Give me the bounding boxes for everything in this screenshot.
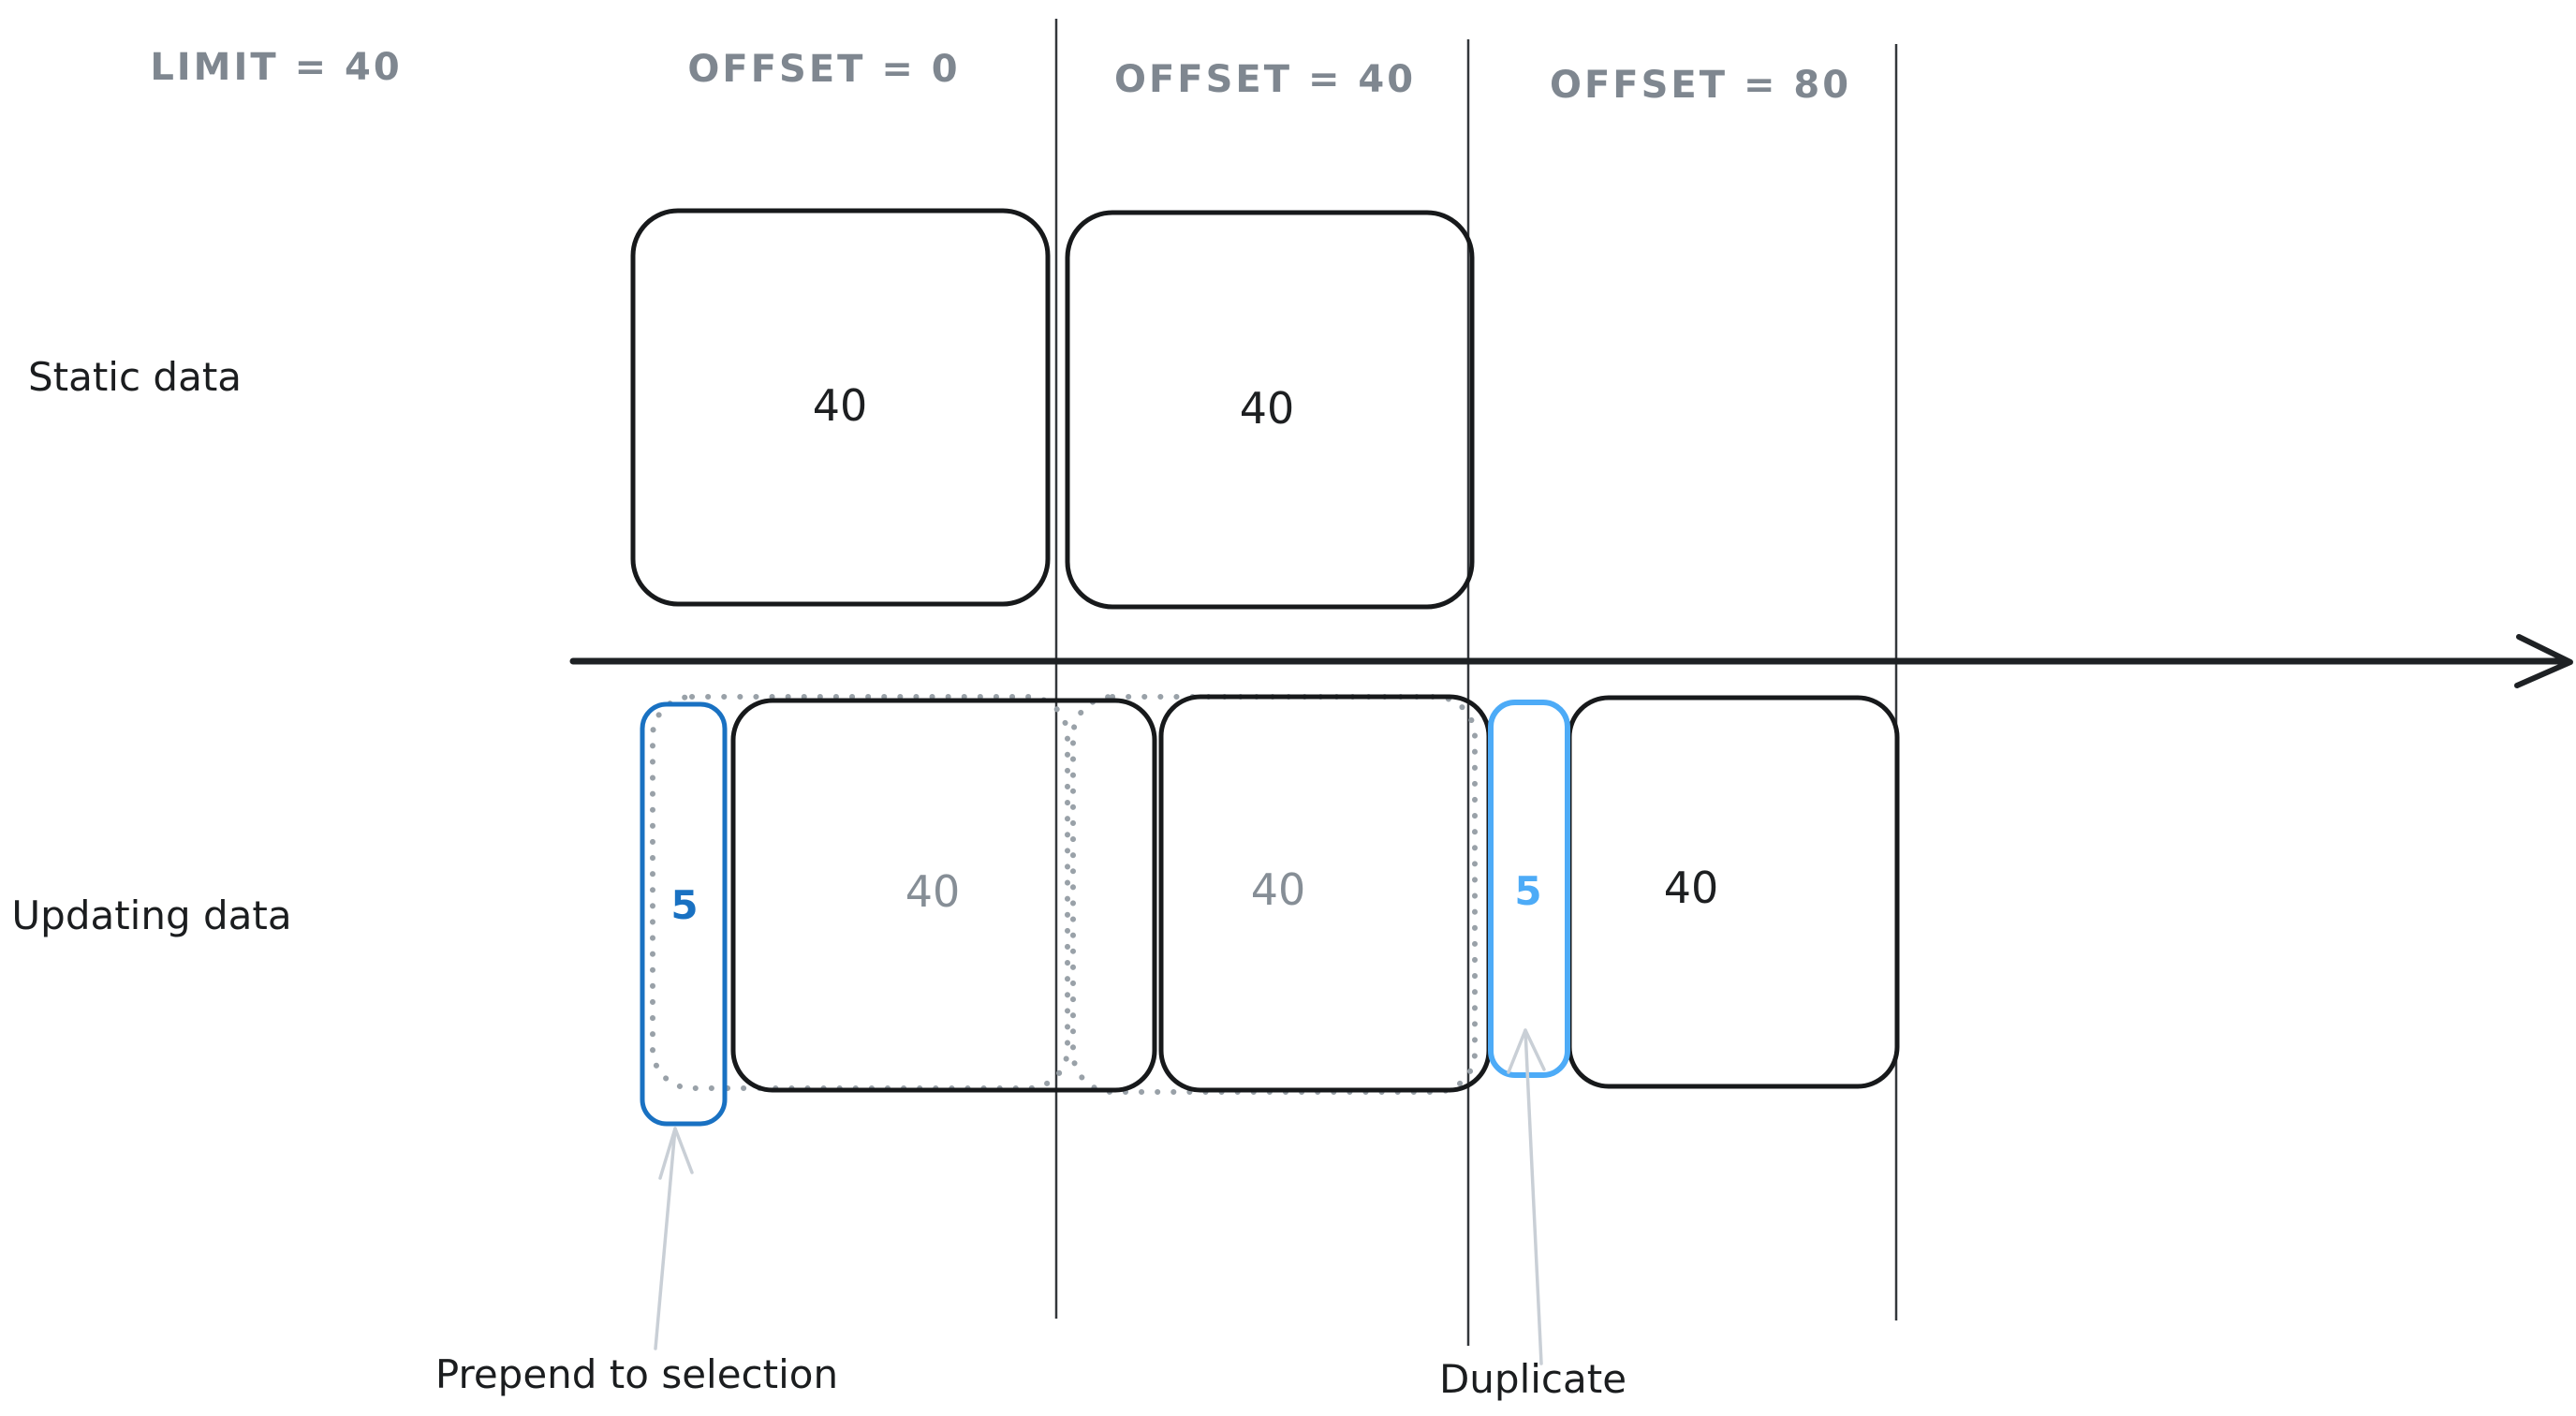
static-page-2-box bbox=[1065, 210, 1475, 610]
prepended-rows-count: 5 bbox=[670, 882, 699, 928]
prepend-annotation-arrow-shaft bbox=[654, 1127, 677, 1350]
header-limit: LIMIT = 40 bbox=[150, 46, 403, 89]
static-page-1-box bbox=[630, 208, 1051, 607]
updating-page-3-count: 40 bbox=[1663, 863, 1719, 913]
updating-page-1-box bbox=[730, 698, 1157, 1093]
static-page-2-count: 40 bbox=[1239, 383, 1295, 434]
static-page-1-count: 40 bbox=[812, 380, 868, 431]
header-offset-0: OFFSET = 0 bbox=[687, 48, 961, 91]
prepended-rows-highlight-box bbox=[640, 701, 728, 1127]
updating-page-1-count: 40 bbox=[905, 866, 961, 917]
duplicate-annotation-arrow-shaft bbox=[1524, 1028, 1543, 1365]
updating-page-2-box bbox=[1158, 694, 1492, 1093]
duplicated-rows-count: 5 bbox=[1514, 868, 1542, 914]
duplicate-annotation-arrowhead bbox=[1507, 1028, 1546, 1074]
updating-row-label: Updating data bbox=[11, 892, 292, 938]
header-offset-40: OFFSET = 40 bbox=[1113, 58, 1417, 101]
updating-page-2-count: 40 bbox=[1250, 864, 1306, 915]
duplicate-annotation-label: Duplicate bbox=[1438, 1356, 1627, 1402]
prepend-annotation-label: Prepend to selection bbox=[434, 1351, 839, 1397]
static-row-label: Static data bbox=[27, 354, 243, 400]
updating-page-3-box bbox=[1567, 695, 1900, 1089]
ghost-window-1-dotted-box bbox=[650, 694, 1070, 1091]
header-offset-80: OFFSET = 80 bbox=[1549, 64, 1852, 107]
prepend-annotation-arrowhead bbox=[658, 1127, 694, 1180]
timeline-arrowhead bbox=[2514, 634, 2573, 688]
